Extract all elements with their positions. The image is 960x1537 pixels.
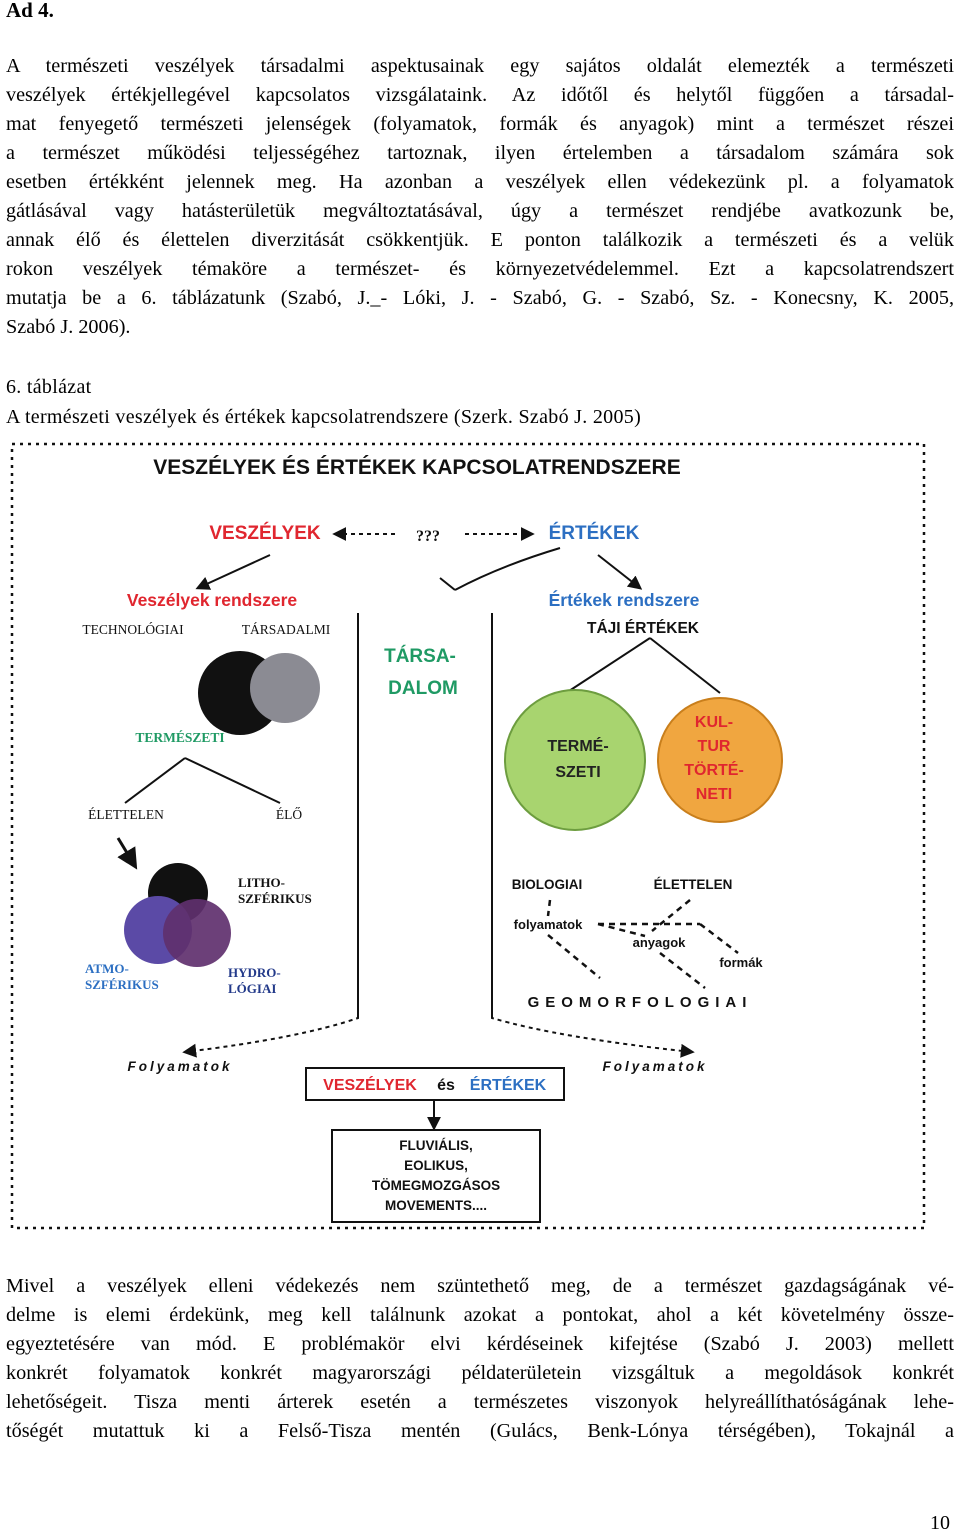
lifeless-label: ÉLETTELEN — [88, 807, 164, 822]
paragraph-line: konkrét folyamatok konkrét magyarországi… — [6, 1362, 954, 1384]
branch-natural-values — [565, 637, 651, 694]
connector-center — [439, 577, 456, 591]
paragraph-line: veszélyek értékjellegével kapcsolatos vi… — [6, 84, 954, 106]
paragraph-line: a természet működési teljességéhez tarto… — [6, 142, 954, 164]
section-heading: Ad 4. — [6, 0, 54, 22]
arrow-to-spheres — [116, 837, 138, 870]
paragraph-line: Szabó J. 2006). — [6, 316, 131, 338]
cultural-label-2: TUR — [698, 738, 731, 755]
table-number: 6. táblázat — [6, 376, 92, 398]
geomorph-network — [546, 899, 739, 989]
values-label: ÉRTÉKEK — [549, 522, 640, 544]
paragraph-line: rokon veszélyek témaköre a természet- és… — [6, 258, 954, 280]
paragraph-line: A természeti veszélyek társadalmi aspekt… — [6, 55, 954, 77]
natural-circle-label-2: SZETI — [555, 764, 600, 781]
paragraph-line: delme is elemi érdekünk, meg kell találn… — [6, 1304, 954, 1326]
social-label: TÁRSADALMI — [242, 622, 331, 637]
paragraph-line: esetben értékként jelennek meg. Ha azonb… — [6, 171, 954, 193]
hydro-label-1: HYDRO- — [228, 965, 281, 980]
paragraph-line: mutatja be a 6. táblázatunk (Szabó, J._-… — [6, 287, 954, 309]
intro-paragraph: A természeti veszélyek társadalmi aspekt… — [6, 52, 954, 342]
forms-label: formák — [719, 955, 763, 970]
social-circle — [250, 653, 320, 723]
living-label: ÉLŐ — [276, 807, 302, 822]
box-line-2: EOLIKUS, — [404, 1158, 468, 1173]
box-line-1: FLUVIÁLIS, — [399, 1138, 473, 1153]
hydrological-circle — [163, 899, 231, 967]
processes-small-label: folyamatok — [514, 917, 583, 932]
paragraph-line: mat fenyegető természeti jelenségek (fol… — [6, 113, 954, 135]
page-number: 10 — [930, 1512, 950, 1534]
society-label-1: TÁRSA- — [384, 645, 456, 667]
cultural-label-4: NETI — [696, 786, 732, 803]
cultural-label-3: TÖRTÉ- — [684, 760, 744, 779]
box-line-3: TÖMEGMOZGÁSOS — [372, 1178, 500, 1193]
geomorphological-label: GEOMORFOLOGIAI — [528, 994, 753, 1011]
materials-label: anyagok — [633, 935, 687, 950]
processes-left-label: Folyamatok — [127, 1059, 232, 1074]
table-title: A természeti veszélyek és értékek kapcso… — [6, 406, 642, 428]
hydro-label-2: LÓGIAI — [228, 981, 276, 996]
hazard-system-label: Veszélyek rendszere — [127, 590, 298, 610]
bottom-values-label: ÉRTÉKEK — [470, 1075, 547, 1094]
paragraph-line: gátlásával vagy hatásterületük megváltoz… — [6, 200, 954, 222]
atmo-label-2: SZFÉRIKUS — [85, 977, 159, 992]
technological-label: TECHNOLÓGIAI — [82, 622, 184, 637]
hazards-values-box — [305, 1067, 565, 1101]
natural-hazards-label: TERMÉSZETI — [135, 730, 224, 745]
paragraph-line: lehetőségeit. Tisza menti árterek esetén… — [6, 1391, 954, 1413]
natural-circle-label-1: TERMÉ- — [547, 736, 608, 755]
hazards-label: VESZÉLYEK — [209, 522, 321, 544]
table-caption: 6. táblázat A természeti veszélyek és ér… — [6, 372, 641, 432]
arrow-to-value-system — [597, 554, 643, 590]
lifeless-right-label: ÉLETTELEN — [654, 877, 733, 892]
paragraph-line: annak élő és élettelen diverzitását csök… — [6, 229, 954, 251]
biological-label: BIOLOGIAI — [512, 877, 583, 892]
society-label-2: DALOM — [388, 678, 458, 699]
diagram-frame — [10, 442, 926, 1230]
process-types-box — [331, 1129, 541, 1223]
arrow-processes-right — [491, 1016, 695, 1058]
question-marks: ??? — [416, 528, 440, 545]
litho-label-2: SZFÉRIKUS — [238, 891, 312, 906]
value-system-label: Értékek rendszere — [549, 589, 700, 610]
branch-cultural-values — [649, 637, 721, 694]
processes-right-label: Folyamatok — [602, 1059, 707, 1074]
cultural-label-1: KUL- — [695, 714, 733, 731]
natural-values-circle — [504, 689, 646, 831]
paragraph-line: Mivel a veszélyek elleni védekezés nem s… — [6, 1275, 954, 1297]
paragraph-line: egyeztetésére van mód. E problémakör elv… — [6, 1333, 954, 1355]
branch-living — [184, 757, 281, 804]
paragraph-line: tőségét mutattuk ki a Felső-Tisza mentén… — [6, 1420, 954, 1442]
cultural-values-circle — [657, 697, 783, 823]
bottom-and-label: és — [437, 1077, 455, 1094]
arrow-processes-left — [182, 1016, 359, 1058]
box-line-4: MOVEMENTS.... — [385, 1198, 487, 1213]
relationship-diagram: VESZÉLYEK ÉS ÉRTÉKEK KAPCSOLATRENDSZERE … — [10, 442, 926, 1230]
atmo-label-1: ATMO- — [85, 961, 129, 976]
body-paragraph: Mivel a veszélyek elleni védekezés nem s… — [6, 1272, 954, 1446]
litho-label-1: LITHO- — [238, 875, 285, 890]
landscape-values-label: TÁJI ÉRTÉKEK — [587, 620, 700, 637]
arrow-to-hazard-system — [195, 554, 271, 590]
diagram-title: VESZÉLYEK ÉS ÉRTÉKEK KAPCSOLATRENDSZERE — [153, 456, 680, 479]
bottom-hazards-label: VESZÉLYEK — [323, 1075, 417, 1094]
connector-values — [454, 547, 561, 591]
branch-lifeless — [124, 757, 186, 804]
